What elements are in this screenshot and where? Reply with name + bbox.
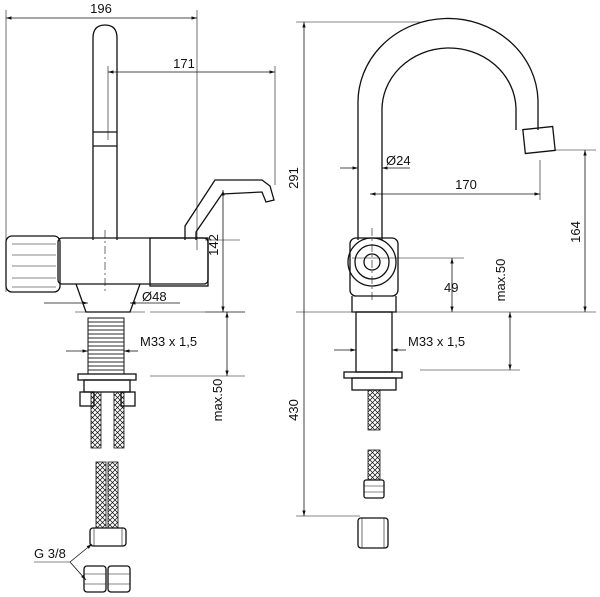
- dim-body-diameter: Ø48: [44, 289, 180, 305]
- right-washer: [351, 377, 397, 391]
- right-hose: [357, 389, 389, 549]
- left-main-body: [57, 237, 209, 285]
- right-spout-inner: [381, 47, 517, 240]
- right-base: [351, 296, 397, 313]
- right-spout-outer: [357, 17, 539, 240]
- right-handle-ring: [347, 237, 397, 287]
- left-handle-knob: [5, 235, 61, 293]
- right-handle-center: [363, 253, 381, 271]
- left-view: 196 171 142 max.50: [5, 1, 276, 593]
- dim-label-thread-right: M33 x 1,5: [408, 334, 465, 349]
- dim-handle-height: 49: [444, 258, 458, 312]
- dim-label-max50-left: max.50: [210, 379, 225, 422]
- dim-label-d48: Ø48: [142, 289, 167, 304]
- dim-spout-reach: 171: [108, 56, 275, 74]
- left-nut: [77, 373, 137, 381]
- dim-label-g38: G 3/8: [34, 546, 66, 561]
- left-spout: [92, 24, 118, 240]
- dim-label-291: 291: [286, 167, 301, 189]
- dim-label-164: 164: [568, 221, 583, 243]
- dim-label-170: 170: [455, 177, 477, 192]
- left-washer: [83, 379, 131, 393]
- dim-label-430: 430: [286, 399, 301, 421]
- dim-label-max50-right: max.50: [493, 259, 508, 302]
- dim-deck-max-left: max.50: [210, 312, 229, 422]
- left-fittings: [83, 565, 131, 593]
- dim-label-d24: Ø24: [386, 153, 411, 168]
- dim-label-49: 49: [444, 280, 458, 295]
- left-outlet-pipe: [184, 179, 275, 240]
- dim-spout-height: 164: [568, 150, 587, 312]
- dim-label-thread-left: M33 x 1,5: [140, 334, 197, 349]
- dim-spout-projection: 170: [370, 177, 540, 196]
- left-base: [75, 283, 141, 313]
- dim-thread-left: M33 x 1,5: [66, 334, 197, 353]
- dim-total-width: 196: [6, 1, 197, 20]
- dim-thread-right: M33 x 1,5: [334, 334, 465, 352]
- dim-hose-connection: G 3/8: [34, 543, 93, 581]
- dim-spout-diameter: Ø24: [340, 153, 411, 170]
- right-view: 291 430 164 max.50 49 Ø24: [286, 17, 596, 549]
- dim-label-142: 142: [206, 234, 221, 256]
- right-nut: [343, 371, 403, 379]
- right-shank: [355, 311, 393, 373]
- dim-height-to-outlet: 142: [206, 190, 225, 312]
- dim-label-171: 171: [173, 56, 195, 71]
- dim-hose-length: 430: [286, 399, 301, 421]
- dim-deck-max-right: max.50: [493, 259, 512, 370]
- dim-total-height: 291: [286, 22, 306, 516]
- right-spout-outlet: [522, 125, 556, 155]
- dim-label-196: 196: [90, 1, 112, 16]
- left-hoses: [79, 391, 136, 547]
- left-threaded-shank: [87, 317, 125, 375]
- left-lever: [149, 237, 209, 287]
